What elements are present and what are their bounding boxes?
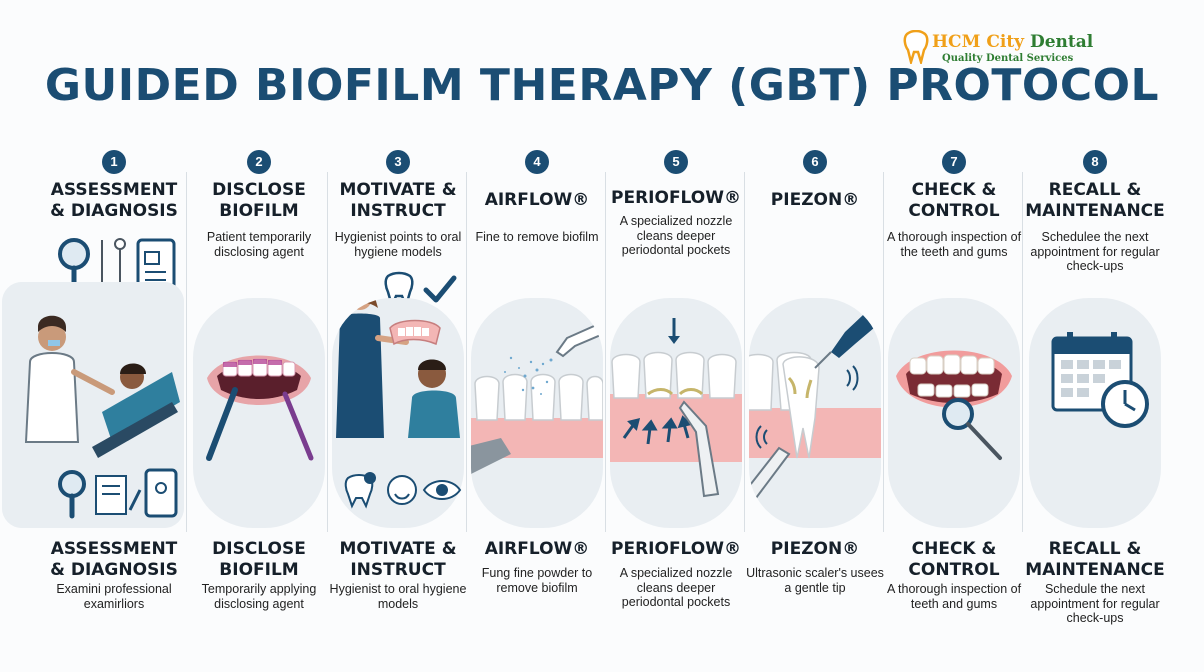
calendar-icon (1051, 332, 1149, 428)
divider (186, 172, 187, 532)
page-title: GUIDED BIOFILM THERAPY (GBT) PROTOCOL (44, 60, 1160, 111)
step-6-piezon: 6 PIEZON® PIEZON® Ultrasonic scaler's us… (745, 148, 885, 638)
divider (883, 172, 884, 532)
step-5-perioflow: 5 PERIOFLOW® A specialized nozzle cleans… (606, 148, 746, 638)
step-7-check-control: 7 CHECK & CONTROL A thorough inspection … (884, 148, 1024, 638)
perioflow-illustration (610, 298, 742, 528)
step-number: 2 (247, 150, 271, 174)
step-number: 3 (386, 150, 410, 174)
step-heading-bottom: DISCLOSE BIOFILM (212, 539, 306, 580)
step-description: Hygienist points to oral hygiene models (334, 230, 462, 259)
tooth-logo-icon (903, 30, 929, 64)
step-1-assessment: 1 ASSESSMENT & DIAGNOSIS (2, 148, 184, 638)
step-heading-bottom: ASSESSMENT & DIAGNOSIS (50, 539, 178, 580)
step-heading: PIEZON® (770, 190, 860, 210)
step-number: 5 (664, 150, 688, 174)
step-heading: RECALL & MAINTENANCE (1025, 180, 1165, 221)
disclosed-teeth-illustration (193, 298, 325, 528)
step-3-motivate-instruct: 3 MOTIVATE & INSTRUCT Hygienist points t… (328, 148, 468, 638)
step-description-bottom: A specialized nozzle cleans deeper perio… (619, 566, 733, 609)
calendar-clock-illustration (1029, 298, 1161, 528)
step-description-bottom: Schedule the next appointment for regula… (1030, 582, 1160, 625)
inspection-illustration (888, 298, 1020, 528)
piezon-illustration (749, 298, 881, 528)
step-description-bottom: Temporarily applying disclosing agent (201, 582, 317, 611)
logo-tagline: Quality Dental Services (942, 53, 1074, 64)
step-heading-bottom: CHECK & CONTROL (908, 539, 1000, 580)
divider (1022, 172, 1023, 532)
divider (744, 172, 745, 532)
logo-name: HCM City Dental (932, 32, 1094, 52)
step-heading: AIRFLOW® (484, 190, 590, 210)
step-heading-bottom: AIRFLOW® (484, 539, 590, 559)
divider (466, 172, 467, 532)
step-number: 4 (525, 150, 549, 174)
step-description-bottom: Fung fine powder to remove biofilm (481, 566, 593, 595)
step-number: 7 (942, 150, 966, 174)
step-number: 1 (102, 150, 126, 174)
step-description: A specialized nozzle cleans deeper perio… (619, 214, 733, 257)
step-description-bottom: Hygienist to oral hygiene models (329, 582, 467, 611)
divider (605, 172, 606, 532)
step-heading-bottom: RECALL & MAINTENANCE (1025, 539, 1165, 580)
clinic-logo: HCM City Dental Quality Dental Services (902, 30, 1102, 70)
exam-tools-icon (58, 238, 176, 297)
step-description-bottom: Examini professional examirliors (56, 582, 172, 611)
diagnosis-tools-icon (58, 468, 178, 519)
step-heading: CHECK & CONTROL (908, 180, 1000, 221)
step-description: Patient temporarily disclosing agent (206, 230, 312, 259)
step-heading: PERIOFLOW® (611, 188, 741, 208)
step-heading: DISCLOSE BIOFILM (212, 180, 306, 221)
step-heading: ASSESSMENT & DIAGNOSIS (50, 180, 178, 221)
step-number: 6 (803, 150, 827, 174)
step-heading: MOTIVATE & INSTRUCT (339, 180, 457, 221)
step-heading-bottom: MOTIVATE & INSTRUCT (339, 539, 457, 580)
step-description: A thorough inspection of the teeth and g… (886, 230, 1022, 259)
step-description-bottom: Ultrasonic scaler's usees a gentle tip (746, 566, 884, 595)
step-description: Fine to remove biofilm (475, 230, 599, 244)
step-description-bottom: A thorough inspection of teeth and gums (886, 582, 1022, 611)
step-heading-bottom: PERIOFLOW® (611, 539, 741, 559)
step-8-recall-maintenance: 8 RECALL & MAINTENANCE Schedulee the nex… (1025, 148, 1165, 638)
divider (327, 172, 328, 532)
step-number: 8 (1083, 150, 1107, 174)
tooth-check-icon (384, 271, 457, 310)
step-2-disclose-biofilm: 2 DISCLOSE BIOFILM Patient temporarily d… (189, 148, 329, 638)
step-description: Schedulee the next appointment for regul… (1030, 230, 1160, 273)
step-4-airflow: 4 AIRFLOW® Fine to remove biofilm AIRFLO… (467, 148, 607, 638)
hygiene-icons (344, 472, 462, 509)
step-heading-bottom: PIEZON® (770, 539, 860, 559)
airflow-illustration (471, 298, 603, 528)
